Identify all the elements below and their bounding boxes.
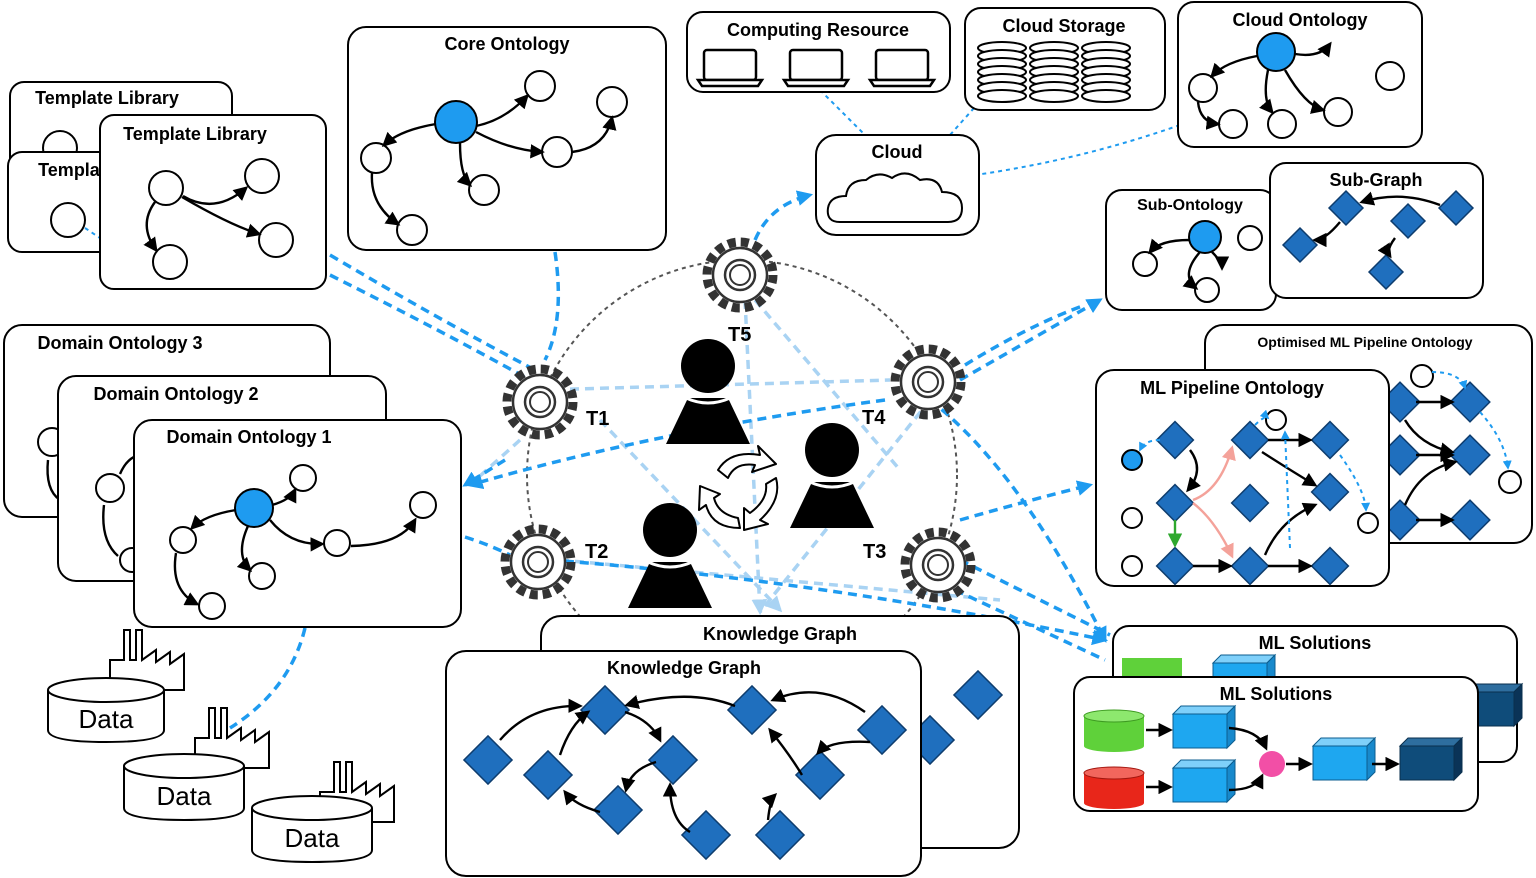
template-library-title-front: Template Library <box>123 124 267 144</box>
ml-solutions-title-front: ML Solutions <box>1220 684 1333 704</box>
disk-stack-icon <box>1081 41 1131 103</box>
core-ontology-panel: Core Ontology <box>347 26 667 251</box>
knowledge-graph-stack: Knowledge Graph Knowledge Graph <box>445 615 1020 877</box>
computing-resource-title: Computing Resource <box>727 20 909 40</box>
database-icon <box>1083 709 1145 752</box>
connector-lines <box>229 89 1181 730</box>
gear-icon <box>507 369 573 435</box>
task-label: T3 <box>863 541 886 563</box>
task-label: T4 <box>862 407 886 429</box>
task-t3: T3 <box>863 532 971 598</box>
task-t1: T1 <box>507 369 609 435</box>
collaborators <box>626 337 876 610</box>
task-gears: T1 T2 T3 T4 T5 <box>505 242 971 598</box>
sub-ontology-title: Sub-Ontology <box>1137 197 1243 214</box>
task-t5: T5 <box>707 242 773 346</box>
merge-node <box>1259 751 1285 777</box>
person-icon <box>788 421 876 530</box>
cloud-panel: Cloud <box>815 134 980 236</box>
task-label: T1 <box>586 408 609 430</box>
domain-ontology-1-panel <box>133 419 462 628</box>
gear-icon <box>905 532 971 598</box>
task-t2: T2 <box>505 529 608 595</box>
cloud-ontology-panel: Cloud Ontology <box>1177 1 1423 148</box>
data-label: Data <box>157 781 212 811</box>
person-icon <box>626 501 714 610</box>
template-library-stack: Template Library Template Library Templa… <box>7 81 327 290</box>
cycle-icon <box>698 445 779 531</box>
ml-solutions-title-back: ML Solutions <box>1259 633 1372 653</box>
sub-ontology-panel: Sub-Ontology <box>1105 189 1277 311</box>
data-source-1: Data <box>47 629 185 744</box>
disk-stack-icon <box>977 41 1027 103</box>
task-label: T5 <box>728 324 751 346</box>
laptop-icon <box>696 48 764 88</box>
ml-pipeline-ontology-title: ML Pipeline Ontology <box>1140 378 1324 398</box>
knowledge-graph-title-front: Knowledge Graph <box>607 658 761 678</box>
disk-stack-icon <box>1029 41 1079 103</box>
optimised-ml-pipeline-title: Optimised ML Pipeline Ontology <box>1257 334 1472 350</box>
gear-icon <box>505 529 571 595</box>
cloud-icon <box>826 172 964 223</box>
person-icon <box>664 337 752 446</box>
cloud-storage-panel: Cloud Storage <box>964 7 1166 111</box>
core-ontology-title: Core Ontology <box>445 34 570 54</box>
data-label: Data <box>285 823 340 853</box>
laptop-icon <box>782 48 850 88</box>
data-sources: Data Data Data <box>47 629 395 864</box>
gear-icon <box>707 242 773 308</box>
ml-pipeline-ontology-panel: ML Pipeline Ontology <box>1095 369 1390 587</box>
cloud-title: Cloud <box>872 142 923 162</box>
gear-icon <box>895 349 961 415</box>
domain-ontology-3-title: Domain Ontology 3 <box>37 333 202 353</box>
ml-solutions-stack: ML Solutions ML Solutions <box>1073 625 1523 812</box>
domain-ontology-1-title: Domain Ontology 1 <box>166 427 331 447</box>
sub-graph-panel: Sub-Graph <box>1269 162 1484 299</box>
cloud-storage-title: Cloud Storage <box>1002 16 1125 36</box>
task-t4: T4 <box>862 349 961 429</box>
data-label: Data <box>79 704 134 734</box>
sub-graph-title: Sub-Graph <box>1330 170 1423 190</box>
laptop-icon <box>868 48 936 88</box>
data-source-3: Data <box>251 761 395 864</box>
domain-ontology-stack: Domain Ontology 3 Domain Ontology 2 Doma… <box>3 324 462 628</box>
computing-resource-panel: Computing Resource <box>686 11 951 93</box>
database-icon <box>1083 766 1145 809</box>
task-label: T2 <box>585 541 608 563</box>
data-source-2: Data <box>123 707 270 822</box>
domain-ontology-2-title: Domain Ontology 2 <box>93 384 258 404</box>
knowledge-graph-title-back: Knowledge Graph <box>703 624 857 644</box>
template-library-title-back: Template Library <box>35 88 179 108</box>
cloud-ontology-title: Cloud Ontology <box>1233 10 1368 30</box>
